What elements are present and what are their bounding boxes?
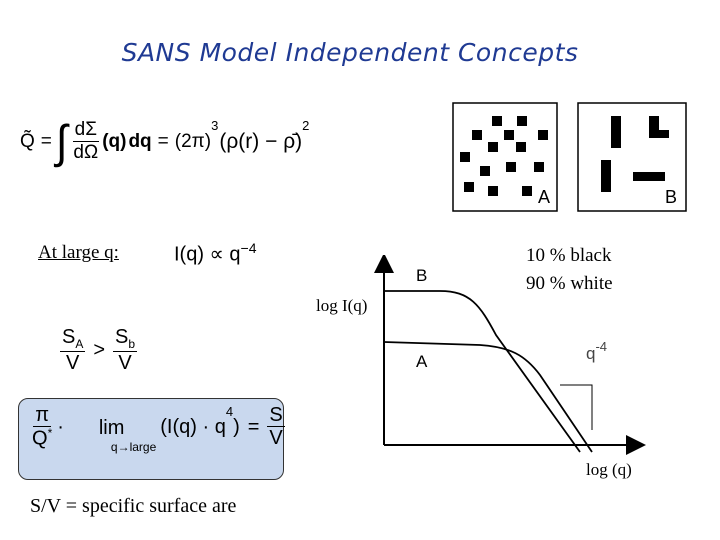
white-percent: 90 % white <box>526 273 613 294</box>
s-over-v: S V <box>267 404 285 450</box>
y-axis-label: log I(q) <box>316 296 367 315</box>
square <box>522 186 532 196</box>
panel-b-domains <box>601 116 669 192</box>
s-symbol: S <box>267 404 285 428</box>
integral-sign: ∫ <box>55 115 68 168</box>
square <box>504 130 514 140</box>
dsigma-domega-fraction: dΣ dΩ <box>71 119 100 164</box>
d-omega: dΩ <box>73 142 99 164</box>
panel-b-label: B <box>665 187 677 207</box>
close-paren: ) <box>233 415 240 438</box>
slope-q: q <box>586 344 595 363</box>
lim-subscript: q→large <box>110 439 157 454</box>
sb-subscript: b <box>128 337 136 351</box>
sa-subscript: A <box>75 337 84 351</box>
panel-a-squares <box>460 116 548 196</box>
curve-a-label: A <box>416 352 428 371</box>
slope-exponent: -4 <box>595 339 607 354</box>
structure-b-panel: B <box>577 102 687 212</box>
power-law-exponent: −4 <box>240 240 257 256</box>
sb-over-v: Sb V <box>113 326 138 375</box>
black-percent: 10 % black <box>526 245 612 266</box>
square <box>460 152 470 162</box>
square <box>472 130 482 140</box>
slope-label: q-4 <box>586 339 607 363</box>
panel-a-frame <box>452 102 558 212</box>
x-axis-label: log (q) <box>586 460 632 479</box>
equals-sign-2: = <box>157 131 169 152</box>
dq: dq <box>128 131 152 152</box>
domain <box>649 116 659 138</box>
sb-symbol: S <box>115 326 129 348</box>
square <box>480 166 490 176</box>
power-law-text: I(q) ∝ q <box>174 243 241 266</box>
domain <box>601 160 611 192</box>
qstar-asterisk: * <box>47 426 53 440</box>
v-denominator-a: V <box>66 352 80 375</box>
at-large-q-label: At large q: <box>38 242 119 263</box>
porod-law-box <box>18 398 284 480</box>
power-law-expression: I(q) ∝ q−4 <box>174 240 257 267</box>
square <box>506 162 516 172</box>
pi-symbol: π <box>33 404 52 427</box>
d-sigma: dΣ <box>72 119 99 143</box>
qstar-symbol: Q <box>32 427 48 450</box>
curve-a <box>383 341 593 453</box>
sa-over-v: SA V <box>60 326 86 375</box>
q-argument: (q) <box>102 131 127 152</box>
square <box>488 186 498 196</box>
sa-symbol: S <box>62 326 76 348</box>
domain <box>611 116 621 148</box>
panel-a-label: A <box>538 187 550 207</box>
exponent-3: 3 <box>211 118 219 133</box>
rho-term: (ρ(r) − ρ̄) <box>219 130 303 153</box>
square <box>538 130 548 140</box>
two-pi: (2π) <box>174 131 212 152</box>
composition-text: 10 % black 90 % white <box>526 242 613 298</box>
square <box>464 182 474 192</box>
porod-equals: = <box>247 415 260 438</box>
v-symbol: V <box>269 427 283 450</box>
v-denominator-b: V <box>118 352 132 375</box>
dot-operator: · <box>57 415 64 438</box>
scattering-graph: B A q-4 log I(q) log (q) <box>316 255 646 479</box>
exponent-2: 2 <box>302 118 310 133</box>
equals-sign: = <box>40 131 52 152</box>
square <box>492 116 502 126</box>
pi-over-qstar: π Q* <box>30 404 54 451</box>
domain <box>649 130 669 138</box>
limit-block: lim q→large <box>67 417 156 454</box>
panel-b-frame <box>577 102 687 212</box>
greater-than: > <box>93 339 106 362</box>
curve-b-label: B <box>416 266 427 285</box>
q-exponent-4: 4 <box>225 404 234 419</box>
iq-term: (I(q) · q <box>160 415 226 438</box>
square <box>517 116 527 126</box>
slide-title: SANS Model Independent Concepts <box>121 38 579 67</box>
specific-surface-note: S/V = specific surface are <box>30 495 237 517</box>
curve-b <box>384 290 581 453</box>
lim-word: lim <box>98 416 125 439</box>
square <box>534 162 544 172</box>
domain <box>633 172 665 181</box>
q-tilde: Q̃ <box>20 131 35 152</box>
square <box>488 142 498 152</box>
slope-indicator <box>560 384 593 430</box>
structure-a-panel: A <box>452 102 558 212</box>
surface-ratio-inequality: SA V > Sb V <box>60 326 138 375</box>
q-tilde-equation: Q̃ = ∫ dΣ dΩ (q) dq = (2π) 3 (ρ(r) − ρ̄)… <box>20 115 310 168</box>
square <box>516 142 526 152</box>
